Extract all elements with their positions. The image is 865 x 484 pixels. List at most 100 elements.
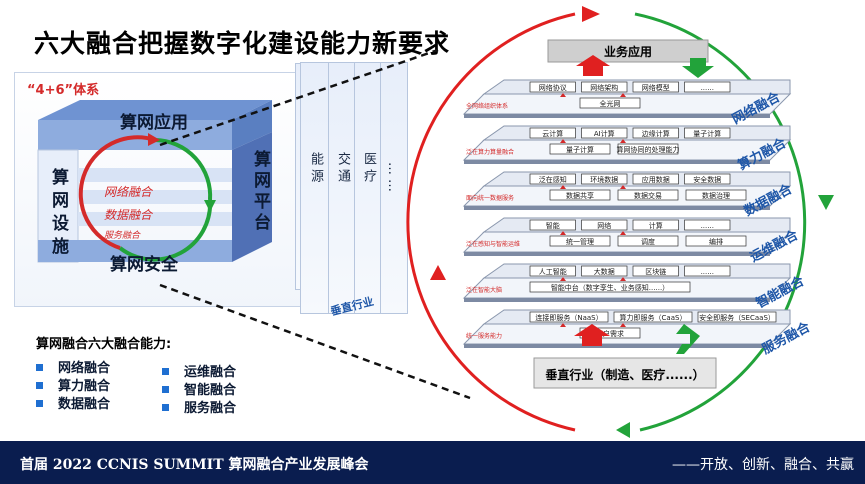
layer-chip xyxy=(529,81,576,93)
top-arrow-up xyxy=(576,55,610,76)
column-more: …… xyxy=(385,162,400,196)
footer-right-text: ——开放、创新、融合、共赢 xyxy=(672,457,854,473)
layer-slab-edge xyxy=(464,206,770,210)
layer-arrow-icon xyxy=(560,93,566,97)
ring-arrow-green xyxy=(204,200,216,212)
bottom-box-label: 垂直行业（制造、医疗......） xyxy=(545,368,705,382)
bottom-arrow-up xyxy=(574,324,610,346)
slab-energy xyxy=(300,62,330,314)
layer-chip xyxy=(581,265,628,277)
ring-arc-green xyxy=(154,138,213,201)
outer-ring-green xyxy=(634,12,807,432)
layer-chip-label: 调度 xyxy=(641,237,655,246)
outer-arrow-red xyxy=(582,6,600,22)
layer-chip xyxy=(579,97,641,109)
layer-chip-label: 数据共享 xyxy=(566,191,594,200)
layer-chip xyxy=(697,311,777,323)
layer-chip xyxy=(581,219,628,231)
layer-chip xyxy=(613,311,693,323)
layer-slab-edge xyxy=(464,344,770,348)
layer-chip-label: 全光网 xyxy=(600,99,621,108)
layer-chip-label: 大数据 xyxy=(594,267,615,276)
layer-chip xyxy=(549,189,611,201)
outer-arrow-green xyxy=(616,422,630,438)
legend-ops: 运维融合 xyxy=(184,365,237,380)
layer-slab-edge xyxy=(464,252,770,256)
top-box-label: 业务应用 xyxy=(603,45,652,59)
ring-item-data: 数据融合 xyxy=(104,208,153,222)
layer-chip xyxy=(581,81,628,93)
layer-arrow-icon xyxy=(560,139,566,143)
layer-chip-label: 应用数据 xyxy=(642,175,670,184)
layer-slab-edge xyxy=(464,298,770,302)
legend-service: 服务融合 xyxy=(184,401,237,416)
layer-chip xyxy=(684,173,731,185)
bullet-icon xyxy=(162,368,169,375)
layer-chip-label: 统一管理 xyxy=(566,237,594,246)
bullet-icon xyxy=(36,400,43,407)
cube-top-face xyxy=(38,100,272,120)
layer-chip-label: 计算 xyxy=(649,221,663,230)
layer-chip xyxy=(684,81,731,93)
layer-arrow-icon xyxy=(620,139,626,143)
dashed-connector-bottom xyxy=(159,283,471,400)
layer-chip xyxy=(632,127,679,139)
cube-top-slab-front xyxy=(38,120,232,150)
layer-chip xyxy=(581,127,628,139)
layer-chip-label: 安全数据 xyxy=(693,175,721,184)
layer-chip xyxy=(581,173,628,185)
cube-top-label: 算网应用 xyxy=(120,113,188,133)
layer-chip-label: AI计算 xyxy=(594,129,615,138)
layer-chip-label: 智能中台（数字孪生、业务感知......） xyxy=(551,283,669,292)
column-medical: 医疗 xyxy=(361,152,376,186)
layer-chip xyxy=(684,219,731,231)
layer-chip xyxy=(632,173,679,185)
cube-middle-slab-1 xyxy=(78,168,232,182)
bullet-icon xyxy=(162,386,169,393)
slab-more xyxy=(380,62,408,314)
footer-bar xyxy=(0,441,865,484)
cube-top-slab-side xyxy=(232,100,272,150)
layer-chip-label: 智能 xyxy=(546,221,560,230)
cube-left-label: 算网设施 xyxy=(48,168,68,260)
layer-red-label: 面向统一数据服务 xyxy=(466,194,514,202)
layer-chip-label: 边缘计算 xyxy=(642,129,670,138)
dashed-connector-top xyxy=(159,48,439,147)
layer-chip-label: 云计算 xyxy=(542,129,563,138)
layer-chip-label: 网络模型 xyxy=(642,83,670,92)
outer-arrow-green-right xyxy=(818,195,834,210)
top-box xyxy=(547,39,709,63)
layer-arrow-icon xyxy=(560,185,566,189)
layer-red-label: 泛在智能大脑 xyxy=(466,286,502,294)
legend-intelligence: 智能融合 xyxy=(184,383,237,398)
layer-arrow-icon xyxy=(560,231,566,235)
layer-slab-edge xyxy=(464,114,770,118)
page-title: 六大融合把握数字化建设能力新要求 xyxy=(34,29,451,58)
layer-chip xyxy=(617,189,679,201)
layer-chip-label: 量子计算 xyxy=(693,129,721,138)
layer-chip-label: 量子计算 xyxy=(566,145,594,154)
layer-slab-edge xyxy=(464,160,770,164)
cube-bottom-slab xyxy=(38,240,232,262)
column-transport: 交通 xyxy=(335,152,350,186)
layer-chip xyxy=(529,219,576,231)
system-label: “4+6”体系 xyxy=(27,83,100,98)
layer-chip xyxy=(529,281,691,293)
layer-arrow-icon xyxy=(620,231,626,235)
layer-chip xyxy=(685,235,747,247)
layer-chip xyxy=(632,219,679,231)
top-arrow-down xyxy=(682,58,714,78)
cube-right-face xyxy=(232,132,272,262)
legend-network: 网络融合 xyxy=(58,361,111,376)
layer-chip-label: ...... xyxy=(701,222,714,230)
cube-middle-slab-2 xyxy=(78,190,232,204)
layer-chip-label: 编排 xyxy=(709,237,723,246)
layer-chip xyxy=(529,265,576,277)
ring-arc-red xyxy=(78,135,156,250)
cube-bottom-label: 算网安全 xyxy=(110,255,178,275)
bullet-icon xyxy=(162,404,169,411)
footer-left-text: 首届 2022 CCNIS SUMMIT 算网融合产业发展峰会 xyxy=(20,457,369,473)
outer-arrow-red-left xyxy=(430,265,446,280)
